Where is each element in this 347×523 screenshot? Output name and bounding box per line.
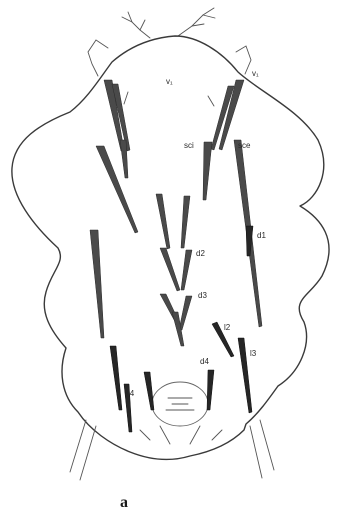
label-sce: sce (238, 141, 251, 150)
label-d1: d1 (257, 231, 266, 240)
seta-d2 (160, 248, 180, 291)
panel-label: a (120, 494, 128, 511)
label-v1-left: v₁ (166, 77, 173, 86)
label-d4: d4 (200, 357, 209, 366)
label-l3: l3 (250, 349, 257, 358)
label-l2: l2 (224, 323, 231, 332)
label-sci: sci (184, 141, 194, 150)
seta-sce-right (203, 142, 212, 200)
seta-sci-left (96, 146, 138, 233)
setae (90, 80, 262, 432)
label-v1-right: v₁ (252, 69, 259, 78)
gnathosoma-branches (88, 8, 251, 76)
seta-d4 (207, 370, 214, 410)
label-d2: d2 (196, 249, 205, 258)
label-d3: d3 (198, 291, 207, 300)
seta-d1-a (156, 194, 170, 249)
label-l4: l4 (128, 389, 135, 398)
posterior-legs (70, 420, 274, 480)
body-outline (12, 36, 329, 459)
seta-labels: v₁ v₁ sci sce d1 d2 d3 d4 l2 l3 l4 (128, 69, 266, 398)
seta-left-long (90, 230, 104, 338)
seta-l2 (212, 322, 234, 357)
seta-l4 (110, 346, 122, 410)
